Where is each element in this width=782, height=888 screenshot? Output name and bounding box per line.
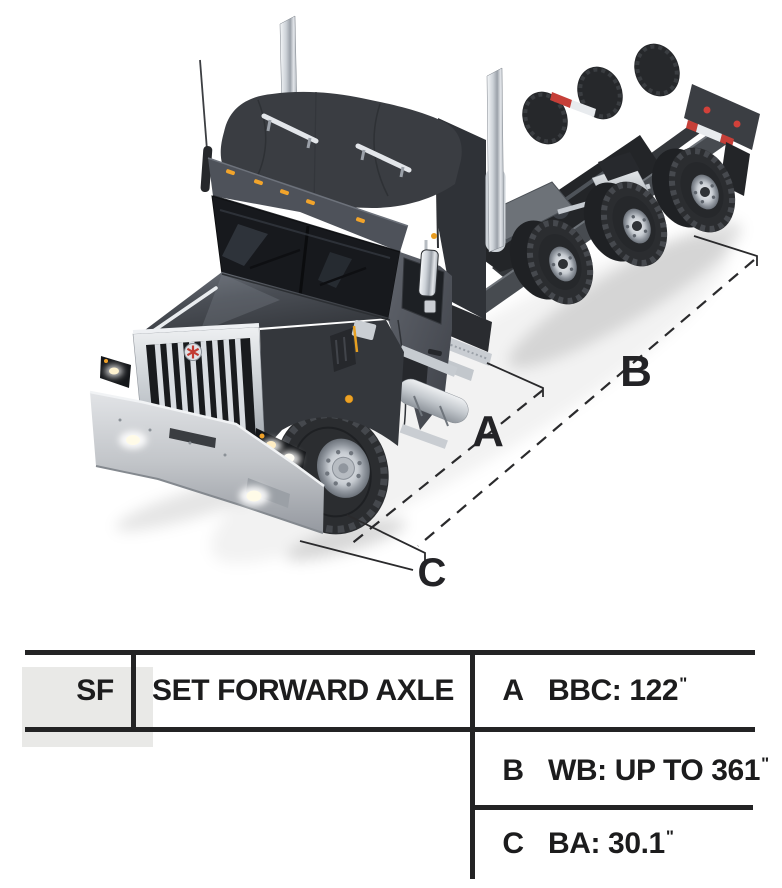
dimension-c [299,514,426,571]
rear-marker-light [703,106,711,114]
spec-row-a: A BBC: 122" [495,650,775,731]
spec-row-c: C BA: 30.1" [495,809,775,879]
roof-seam [373,103,389,197]
amber-marker-lights [225,169,365,224]
table-divider-specs [470,650,475,879]
spec-key: C [502,827,524,860]
windshield-reflection [222,224,268,266]
wiper [319,266,367,287]
inch-mark: " [665,827,674,846]
step-tread [399,424,448,449]
cowl-line [221,273,391,321]
roof-cap [220,91,462,208]
fender [260,320,404,452]
far-side-wheels [522,43,680,145]
dimension-label-b: B [620,347,652,396]
hood-chrome-trim [144,286,218,338]
tank-strap [439,405,449,427]
axle-type-title-text: SET FORWARD AXLE [152,674,454,707]
cab [199,15,462,430]
dimension-b [417,235,758,547]
table-rule-top [25,650,755,655]
inch-mark: " [761,753,769,773]
grille-top-chrome [132,323,260,334]
hood-top [137,272,390,336]
spec-value: WB: UP TO 361" [548,753,769,788]
windshield-streak [219,209,391,259]
roof-grab-handle [355,143,412,178]
spec-row-b: B WB: UP TO 361" [495,732,775,809]
axle-type-title: SET FORWARD AXLE [136,650,470,732]
rear-crossmember [684,84,760,150]
dimension-c-extension [346,514,426,562]
rear-wheel-1 [509,219,594,305]
rear-wheel-2 [583,181,668,267]
amber-marker-light [431,233,437,239]
dimension-b-line [417,259,755,547]
fog-light [246,490,262,502]
badge-amber-stripe [352,325,359,353]
spec-value: BBC: 122" [548,673,687,708]
rear-wheel-3 [651,147,736,233]
windshield-divider [298,225,310,297]
dimension-a-extension [486,362,544,397]
axle-code-text: SF [76,674,114,707]
dimension-label-a: A [472,407,504,456]
front-bumper [89,390,325,534]
bumper-slot [169,428,216,448]
spec-value-text: WB: UP TO 361 [548,753,761,787]
exhaust-stack-right [486,67,505,253]
dimension-b-extension [693,235,758,266]
windshield-reflection [318,252,352,288]
axle-code: SF [60,650,130,732]
roof-grab-handle [261,113,319,149]
step-tread [398,345,458,377]
visor-highlight [207,157,409,227]
hood-highlight [200,274,280,332]
conspicuity-tape [550,92,734,147]
western-star-badge [184,343,202,361]
roof-seam [313,91,317,208]
cab-rear [425,67,506,381]
fender-marker-light [344,394,354,404]
table-rule-right [472,805,753,810]
dimension-callouts [299,235,758,571]
bumper-bottom-edge [95,465,324,534]
hood-air-intake [330,320,377,372]
wiper [249,248,301,270]
table-divider-code [131,650,136,732]
spec-key: B [502,753,524,787]
side-mirror [418,240,439,314]
dimension-c-extension [299,540,414,571]
bumper-top-highlight [89,390,325,488]
dimension-a [349,362,544,546]
front-end [89,272,404,534]
antenna-base [200,146,213,193]
spec-key: A [502,673,524,707]
rear-marker-light [733,120,741,128]
spec-value: BA: 30.1" [548,827,674,861]
spot-mirror [423,299,437,314]
dimension-label-c: C [418,551,447,595]
antenna-left [199,59,208,151]
ws-badge [351,320,377,340]
door-handle [427,348,442,357]
inch-mark: " [679,673,687,693]
truck-dimension-diagram: A B C [89,15,760,595]
headlight-left [100,356,131,388]
tank-strap [413,395,423,417]
table-rule-middle [25,727,755,732]
spec-value-text: BBC: 122 [548,673,679,707]
fog-light [126,435,140,445]
spec-value-text: BA: 30.1 [548,827,665,860]
